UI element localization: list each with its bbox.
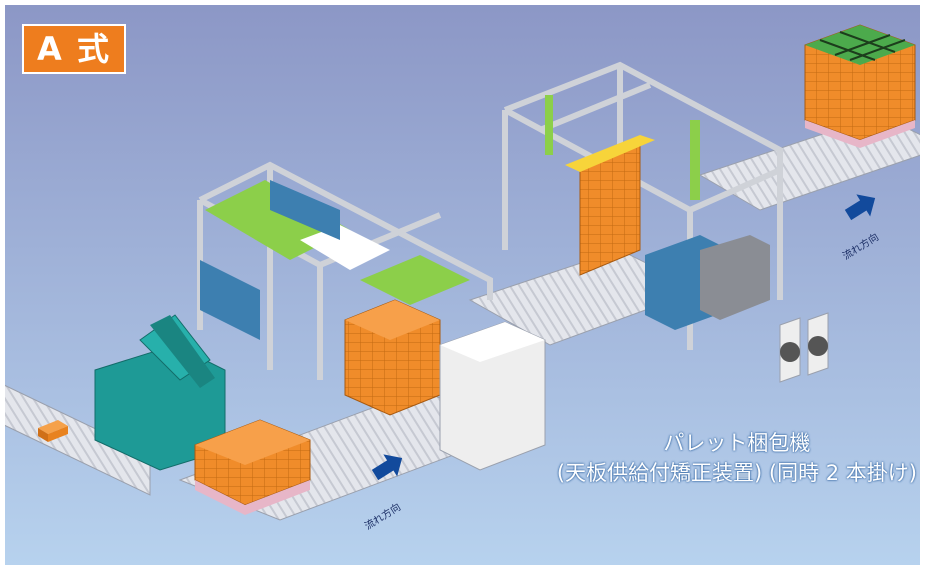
- carton: [38, 420, 68, 434]
- right-arrow-icon: [371, 454, 403, 481]
- side-panel-blue: [200, 260, 260, 340]
- caption-title: パレット梱包機: [663, 431, 811, 455]
- right-arrow-icon: [844, 194, 876, 221]
- type-badge: A 式: [22, 24, 126, 74]
- machine-caption: パレット梱包機 (天板供給付矯正装置) (同時 2 本掛け): [557, 428, 917, 488]
- caption-subtitle: (天板供給付矯正装置) (同時 2 本掛け): [556, 461, 917, 485]
